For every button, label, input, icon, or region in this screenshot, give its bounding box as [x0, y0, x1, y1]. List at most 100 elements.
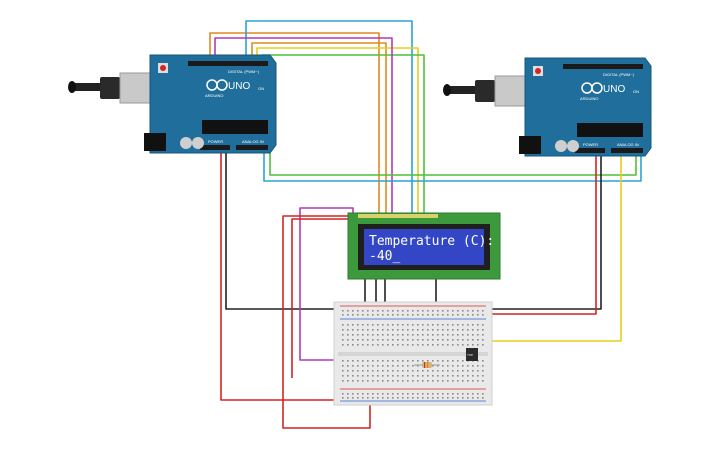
breadboard-hole[interactable] [357, 324, 359, 326]
breadboard-hole[interactable] [452, 314, 454, 316]
breadboard-hole[interactable] [457, 360, 459, 362]
breadboard-hole[interactable] [417, 334, 419, 336]
breadboard-hole[interactable] [382, 314, 384, 316]
breadboard-hole[interactable] [472, 393, 474, 395]
breadboard-hole[interactable] [377, 314, 379, 316]
breadboard-hole[interactable] [437, 314, 439, 316]
breadboard-hole[interactable] [342, 370, 344, 372]
breadboard-hole[interactable] [467, 314, 469, 316]
breadboard-hole[interactable] [372, 370, 374, 372]
breadboard-hole[interactable] [342, 324, 344, 326]
breadboard-hole[interactable] [427, 324, 429, 326]
breadboard-hole[interactable] [377, 339, 379, 341]
breadboard-hole[interactable] [387, 314, 389, 316]
breadboard-hole[interactable] [437, 370, 439, 372]
breadboard-hole[interactable] [462, 324, 464, 326]
breadboard-hole[interactable] [357, 397, 359, 399]
breadboard-hole[interactable] [452, 329, 454, 331]
breadboard-hole[interactable] [437, 380, 439, 382]
breadboard-hole[interactable] [432, 310, 434, 312]
breadboard-hole[interactable] [352, 365, 354, 367]
breadboard-hole[interactable] [467, 339, 469, 341]
breadboard-hole[interactable] [447, 380, 449, 382]
breadboard-hole[interactable] [437, 360, 439, 362]
breadboard-hole[interactable] [472, 375, 474, 377]
breadboard-hole[interactable] [412, 314, 414, 316]
breadboard-hole[interactable] [427, 380, 429, 382]
breadboard-hole[interactable] [392, 334, 394, 336]
breadboard-hole[interactable] [382, 360, 384, 362]
breadboard-hole[interactable] [382, 375, 384, 377]
breadboard-hole[interactable] [447, 344, 449, 346]
breadboard-hole[interactable] [357, 380, 359, 382]
breadboard-hole[interactable] [377, 310, 379, 312]
breadboard-hole[interactable] [357, 370, 359, 372]
breadboard-hole[interactable] [472, 397, 474, 399]
breadboard-hole[interactable] [342, 380, 344, 382]
breadboard-hole[interactable] [377, 375, 379, 377]
breadboard-hole[interactable] [342, 360, 344, 362]
breadboard-hole[interactable] [397, 339, 399, 341]
breadboard-hole[interactable] [457, 310, 459, 312]
wire-black-gnd2[interactable] [486, 153, 602, 310]
breadboard-hole[interactable] [417, 365, 419, 367]
breadboard-hole[interactable] [392, 314, 394, 316]
wire-red-5v2[interactable] [484, 153, 597, 315]
breadboard-hole[interactable] [392, 370, 394, 372]
breadboard-hole[interactable] [462, 314, 464, 316]
breadboard-hole[interactable] [467, 329, 469, 331]
breadboard-hole[interactable] [352, 310, 354, 312]
breadboard-hole[interactable] [482, 380, 484, 382]
breadboard-hole[interactable] [377, 365, 379, 367]
breadboard-hole[interactable] [362, 375, 364, 377]
wire-green[interactable] [261, 54, 425, 213]
breadboard-hole[interactable] [447, 329, 449, 331]
breadboard-hole[interactable] [362, 329, 364, 331]
breadboard-hole[interactable] [422, 380, 424, 382]
breadboard-hole[interactable] [397, 380, 399, 382]
breadboard-hole[interactable] [407, 365, 409, 367]
breadboard-hole[interactable] [477, 339, 479, 341]
breadboard-hole[interactable] [387, 360, 389, 362]
breadboard-hole[interactable] [347, 329, 349, 331]
breadboard-hole[interactable] [422, 329, 424, 331]
breadboard-hole[interactable] [462, 365, 464, 367]
breadboard-hole[interactable] [482, 365, 484, 367]
wire-orange[interactable] [209, 32, 380, 213]
breadboard-hole[interactable] [457, 393, 459, 395]
breadboard-hole[interactable] [467, 393, 469, 395]
breadboard-hole[interactable] [477, 324, 479, 326]
breadboard-hole[interactable] [347, 314, 349, 316]
breadboard-hole[interactable] [422, 344, 424, 346]
breadboard-hole[interactable] [442, 334, 444, 336]
breadboard-hole[interactable] [442, 393, 444, 395]
breadboard-hole[interactable] [347, 324, 349, 326]
breadboard-hole[interactable] [432, 324, 434, 326]
breadboard-hole[interactable] [442, 344, 444, 346]
breadboard-hole[interactable] [412, 375, 414, 377]
breadboard-hole[interactable] [362, 365, 364, 367]
breadboard-hole[interactable] [477, 334, 479, 336]
breadboard-hole[interactable] [387, 329, 389, 331]
breadboard-hole[interactable] [422, 370, 424, 372]
breadboard-hole[interactable] [352, 360, 354, 362]
breadboard-hole[interactable] [412, 365, 414, 367]
arduino-board-2[interactable]: UNO ARDUINO DIGITAL (PWM~) POWER ANALOG … [443, 57, 652, 157]
breadboard-hole[interactable] [342, 329, 344, 331]
breadboard-hole[interactable] [387, 380, 389, 382]
breadboard-hole[interactable] [452, 380, 454, 382]
breadboard-hole[interactable] [457, 334, 459, 336]
breadboard-hole[interactable] [467, 324, 469, 326]
breadboard-hole[interactable] [442, 329, 444, 331]
arduino-board-1[interactable]: UNO ARDUINO DIGITAL (PWM~) POWER ANALOG … [68, 54, 277, 154]
breadboard-hole[interactable] [352, 380, 354, 382]
breadboard-hole[interactable] [417, 314, 419, 316]
breadboard-hole[interactable] [447, 324, 449, 326]
breadboard-hole[interactable] [462, 360, 464, 362]
breadboard-hole[interactable] [452, 344, 454, 346]
breadboard-hole[interactable] [347, 380, 349, 382]
breadboard-hole[interactable] [452, 365, 454, 367]
breadboard-hole[interactable] [477, 310, 479, 312]
breadboard-hole[interactable] [442, 339, 444, 341]
breadboard-hole[interactable] [362, 360, 364, 362]
